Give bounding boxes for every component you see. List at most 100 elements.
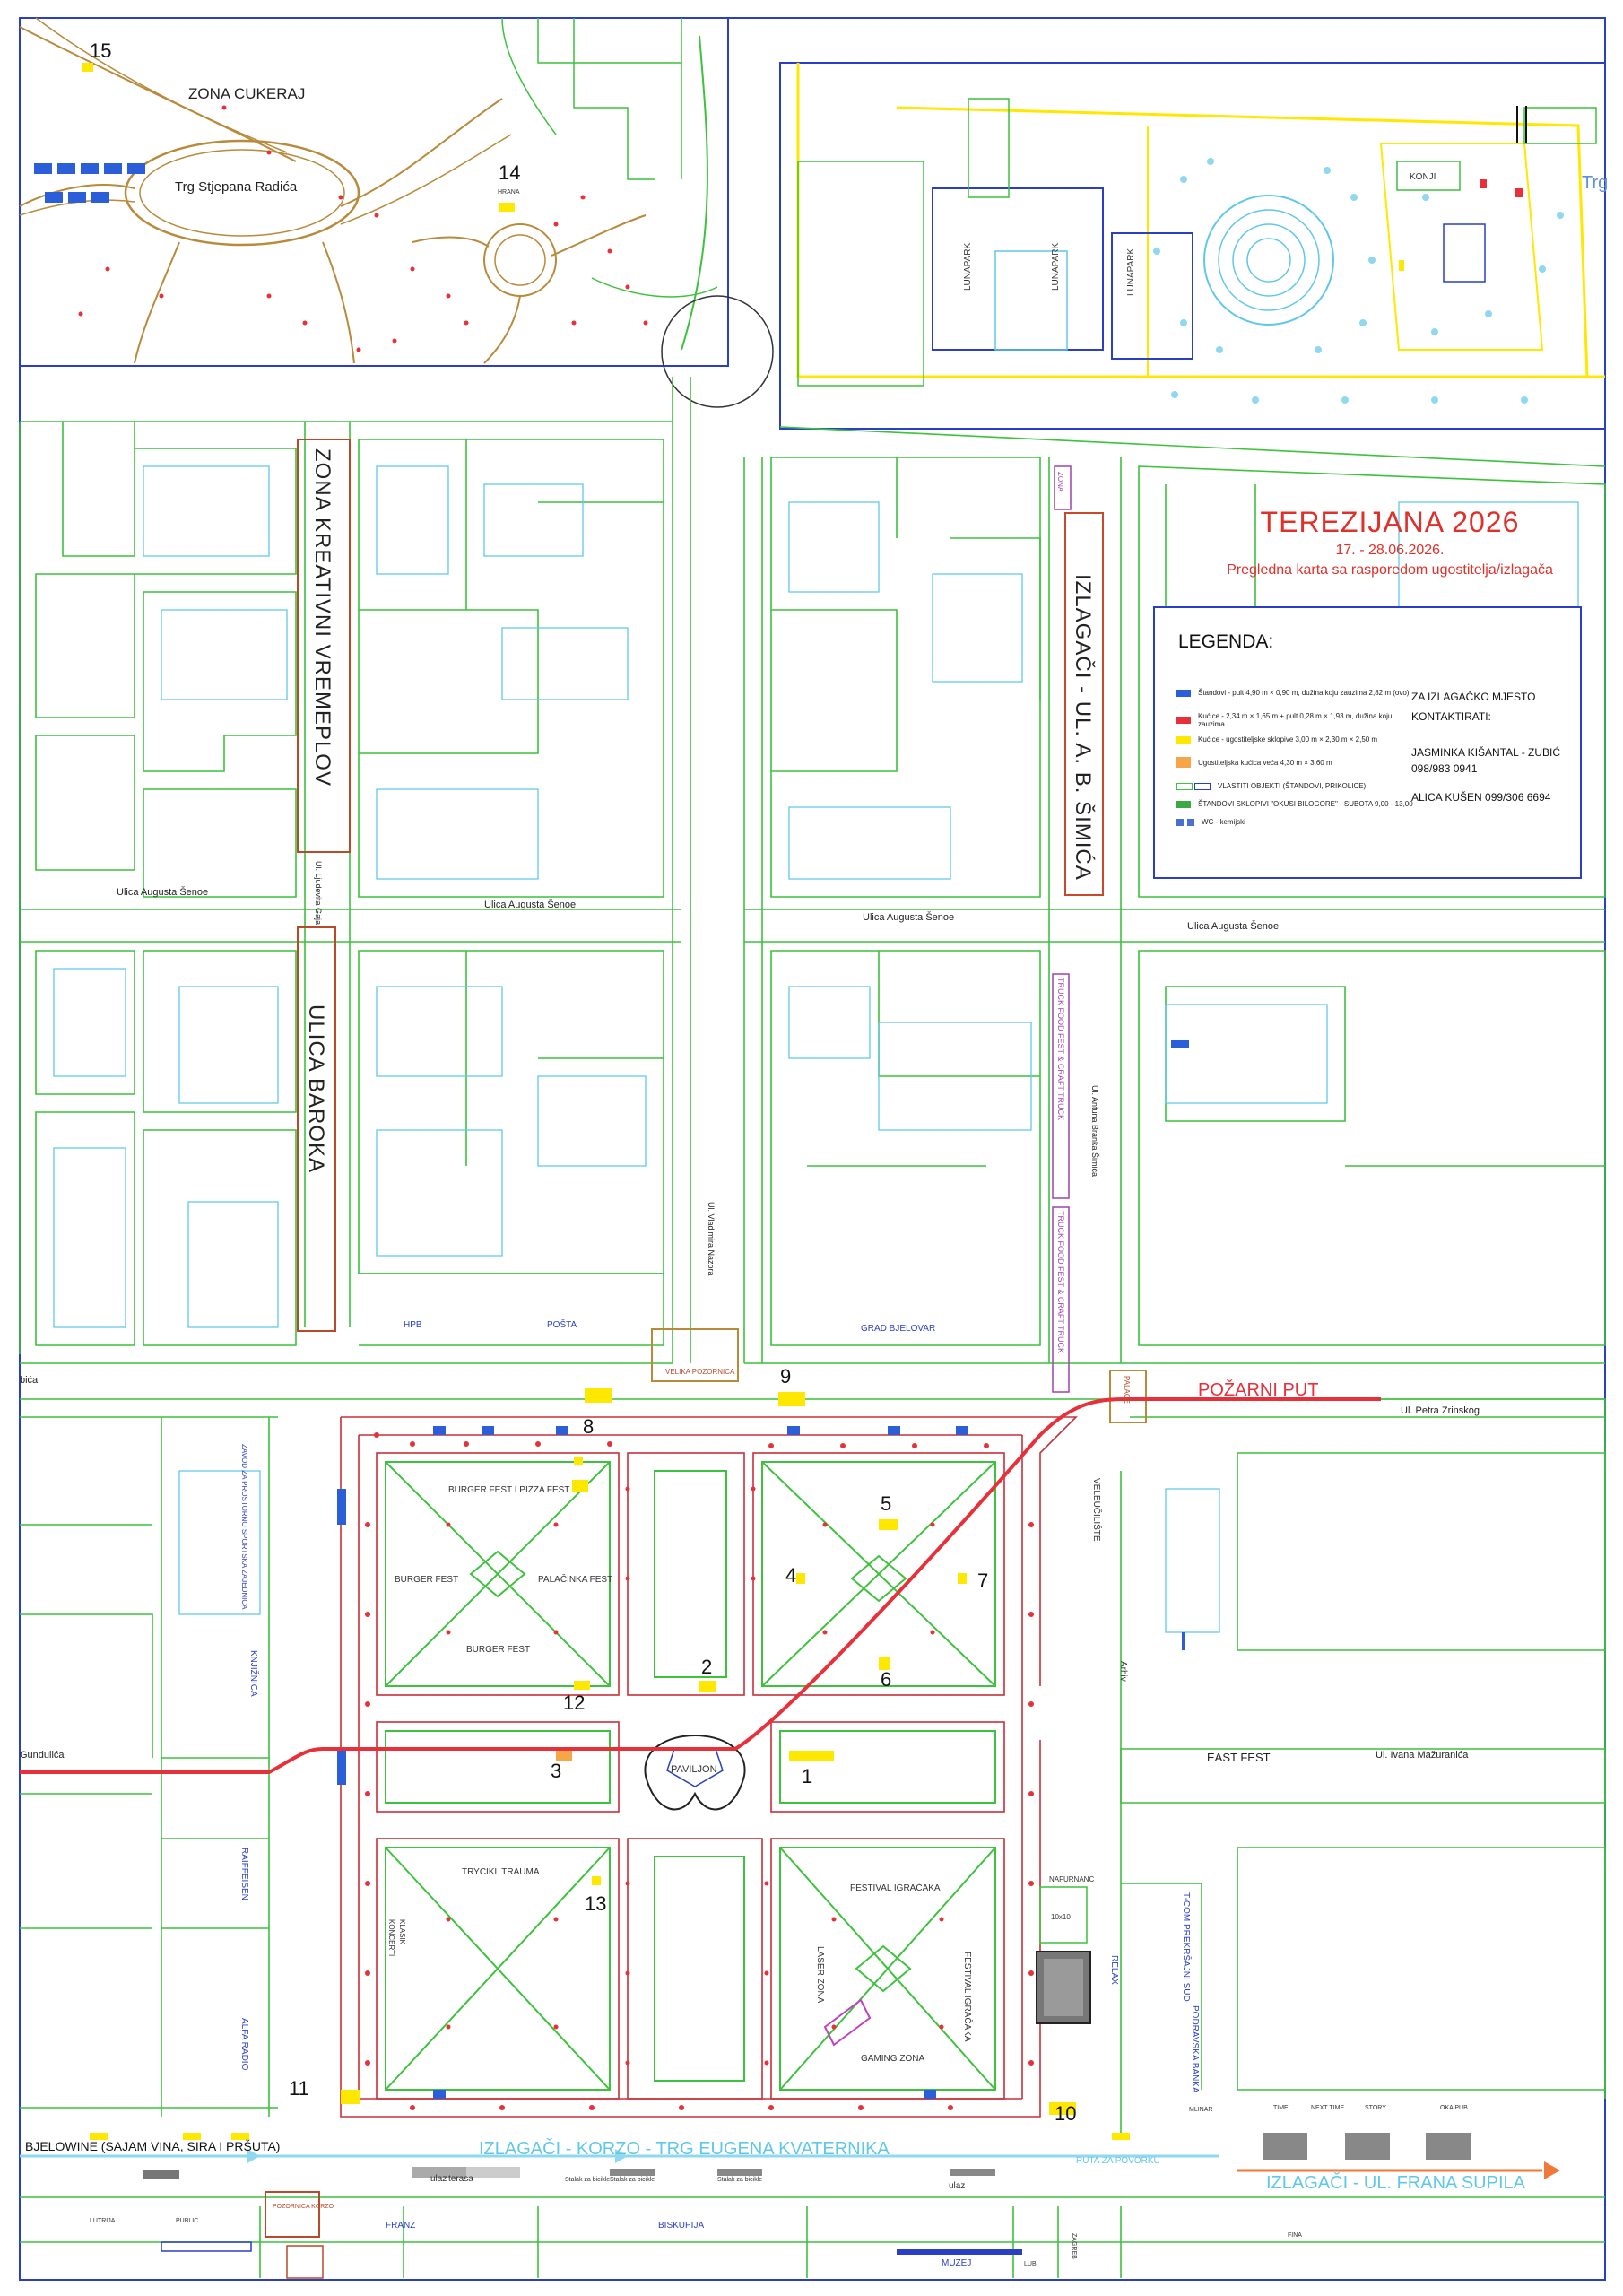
contact-name2: ALICA KUŠEN 099/306 6694: [1411, 791, 1551, 804]
label-veleuciliste: VELEUČILIŠTE: [1091, 1478, 1103, 1542]
legend-item: Štandovi - pult 4,90 m × 0,90 m, dužina …: [1176, 689, 1419, 697]
map-subtitle: Pregledna karta sa rasporedom ugostitelj…: [1227, 562, 1553, 578]
label-raiffeisen: RAIFFEISEN: [239, 1848, 249, 1900]
label-zavod: ZAVOD ZA PROSTORNO SPORTSKA ZAJEDNICA: [240, 1444, 248, 1610]
label-food-truck-1: TRUCK FOOD FEST & CRAFT TRUCK: [1056, 978, 1065, 1120]
label-story: STORY: [1365, 2105, 1386, 2111]
legend-swatch: [1176, 689, 1191, 697]
legend-text: WC - kemijski: [1202, 818, 1245, 826]
legend-swatch: [1176, 717, 1191, 724]
legend-swatch: [1176, 782, 1193, 790]
street-gaja: Ul. Ljudevita Gaja: [314, 861, 323, 925]
legend-item: Kućice - ugostiteljske sklopive 3,00 m ×…: [1176, 735, 1419, 744]
label-bjelowine: BJELOWINE (SAJAM VINA, SIRA I PRŠUTA): [25, 2139, 280, 2153]
label-koncerti: KONCERTI: [387, 1919, 395, 1956]
street-bica: bića: [20, 1375, 39, 1386]
label-lunapark-2: LUNAPARK: [1051, 243, 1061, 291]
street-zrinski: Ul. Petra Zrinskog: [1401, 1405, 1480, 1416]
label-stalak-1: Stalak za bicikle: [565, 2177, 610, 2183]
legend: LEGENDA: Štandovi - pult 4,90 m × 0,90 m…: [1153, 606, 1582, 879]
map-title: TEREZIJANA 2026: [1260, 506, 1520, 538]
marker-12: 12: [563, 1692, 585, 1714]
label-burger-w: BURGER FEST: [395, 1575, 458, 1585]
legend-item: ŠTANDOVI SKLOPIVI "OKUSI BILOGORE" - SUB…: [1176, 800, 1419, 808]
legend-item: WC - kemijski: [1176, 818, 1419, 826]
label-zona-small: ZONA: [1056, 472, 1064, 492]
marker-15: 15: [90, 39, 111, 62]
label-zona-kreativni: ZONA KREATIVNI VREMEPLOV: [310, 448, 334, 787]
label-biskupija: BISKUPIJA: [658, 2221, 704, 2231]
street-nazora: Ul. Vladimira Nazora: [707, 1202, 716, 1276]
street-parcels: [19, 377, 1606, 2278]
label-klasik: KLASIK: [398, 1919, 406, 1945]
marker-11: 11: [289, 2077, 309, 2100]
bottom-routes: [20, 2133, 1560, 2255]
legend-item: Ugostiteljska kućica veća 4,30 m × 3,60 …: [1176, 757, 1419, 768]
marker-6: 6: [881, 1668, 891, 1691]
label-time: TIME: [1273, 2105, 1289, 2111]
label-pozornica-korzo: POZORNICA KORZO: [273, 2204, 334, 2210]
label-burger-pizza: BURGER FEST I PIZZA FEST: [448, 1485, 569, 1495]
marker-5: 5: [881, 1492, 891, 1515]
label-pozarni-put: POŽARNI PUT: [1198, 1379, 1318, 1400]
marker-1: 1: [802, 1765, 812, 1787]
label-ulaz-2: ulaz: [949, 2181, 965, 2191]
label-hrana: HRANA: [498, 189, 520, 196]
label-trg-fragment: Trg: [1582, 173, 1608, 193]
label-lunapark-3: LUNAPARK: [1126, 248, 1136, 296]
street-simica: Ul. Antuna Branka Šimića: [1090, 1085, 1099, 1177]
street-senoe-2: Ulica Augusta Šenoe: [484, 899, 576, 910]
label-festival-igracaka-2: FESTIVAL IGRAČAKA: [962, 1952, 974, 2042]
label-muzej: MUZEJ: [942, 2258, 971, 2268]
marker-9: 9: [780, 1365, 791, 1387]
label-palace: PALACE: [1123, 1376, 1131, 1404]
label-zagreb: ZAGREB: [1071, 2233, 1077, 2259]
label-velika-pozornica: VELIKA POZORNICA: [665, 1368, 735, 1376]
park-lunapark: [779, 62, 1606, 430]
roundabout: [661, 295, 774, 408]
street-mazuranica: Ul. Ivana Mažuranića: [1376, 1750, 1469, 1761]
label-stalak-3: Stalak za bicikle: [717, 2177, 762, 2183]
main-square: [337, 1040, 1189, 2118]
legend-item: VLASTITI OBJEKTI (ŠTANDOVI, PRIKOLICE): [1176, 782, 1419, 790]
label-festival-igracaka: FESTIVAL IGRAČAKA: [850, 1882, 941, 1893]
legend-text: Kućice - ugostiteljske sklopive 3,00 m ×…: [1198, 735, 1378, 744]
marker-10: 10: [1055, 2102, 1076, 2125]
label-zona-cukeraj: ZONA CUKERAJ: [188, 85, 305, 102]
marker-8: 8: [583, 1415, 594, 1438]
label-burger-s: BURGER FEST: [466, 1645, 530, 1655]
label-posta: POŠTA: [547, 1318, 577, 1330]
legend-title: LEGENDA:: [1178, 631, 1274, 652]
label-hpb: HPB: [404, 1320, 422, 1330]
marker-13: 13: [585, 1892, 606, 1915]
square-stands: [337, 1040, 1189, 2099]
label-next-time: NEXT TIME: [1311, 2105, 1344, 2111]
label-food-truck-2: TRUCK FOOD FEST & CRAFT TRUCK: [1056, 1211, 1065, 1353]
legend-text: ŠTANDOVI SKLOPIVI "OKUSI BILOGORE" - SUB…: [1198, 800, 1413, 808]
label-trg-radica: Trg Stjepana Radića: [175, 179, 298, 195]
map-title-block: TEREZIJANA 2026 17. - 28.06.2026. Pregle…: [1202, 506, 1578, 578]
label-lutrija: LUTRIJA: [90, 2218, 116, 2224]
street-senoe-1: Ulica Augusta Šenoe: [117, 886, 208, 898]
contact-phone1: 098/983 0941: [1411, 762, 1478, 775]
marker-2: 2: [701, 1656, 712, 1678]
marker-4: 4: [785, 1564, 796, 1587]
legend-swatch: [1176, 818, 1184, 826]
contact-line1: ZA IZLAGAČKO MJESTO: [1411, 691, 1536, 703]
label-gaming: GAMING ZONA: [861, 2054, 924, 2064]
legend-swatch: [1194, 782, 1211, 790]
park-cukeraj: [19, 17, 729, 367]
label-podravska: PODRAVSKA BANKA: [1190, 2005, 1200, 2093]
label-franz: FRANZ: [386, 2221, 415, 2231]
marker-14: 14: [499, 161, 520, 184]
label-paviljon: PAVILJON: [671, 1764, 717, 1775]
legend-text: Ugostiteljska kućica veća 4,30 m × 3,60 …: [1198, 758, 1332, 767]
label-tcom: T-COM PREKRŠAJNI SUD: [1181, 1892, 1193, 2002]
label-fina: FINA: [1288, 2232, 1302, 2239]
label-oka-pub: OKA PUB: [1440, 2105, 1468, 2111]
label-izlagaci-simica: IZLAGAČI - UL. A. B. ŠIMIĆA: [1071, 574, 1096, 881]
label-laser: LASER ZONA: [815, 1946, 825, 2004]
marker-7: 7: [977, 1570, 988, 1592]
street-senoe-3: Ulica Augusta Šenoe: [863, 911, 954, 923]
